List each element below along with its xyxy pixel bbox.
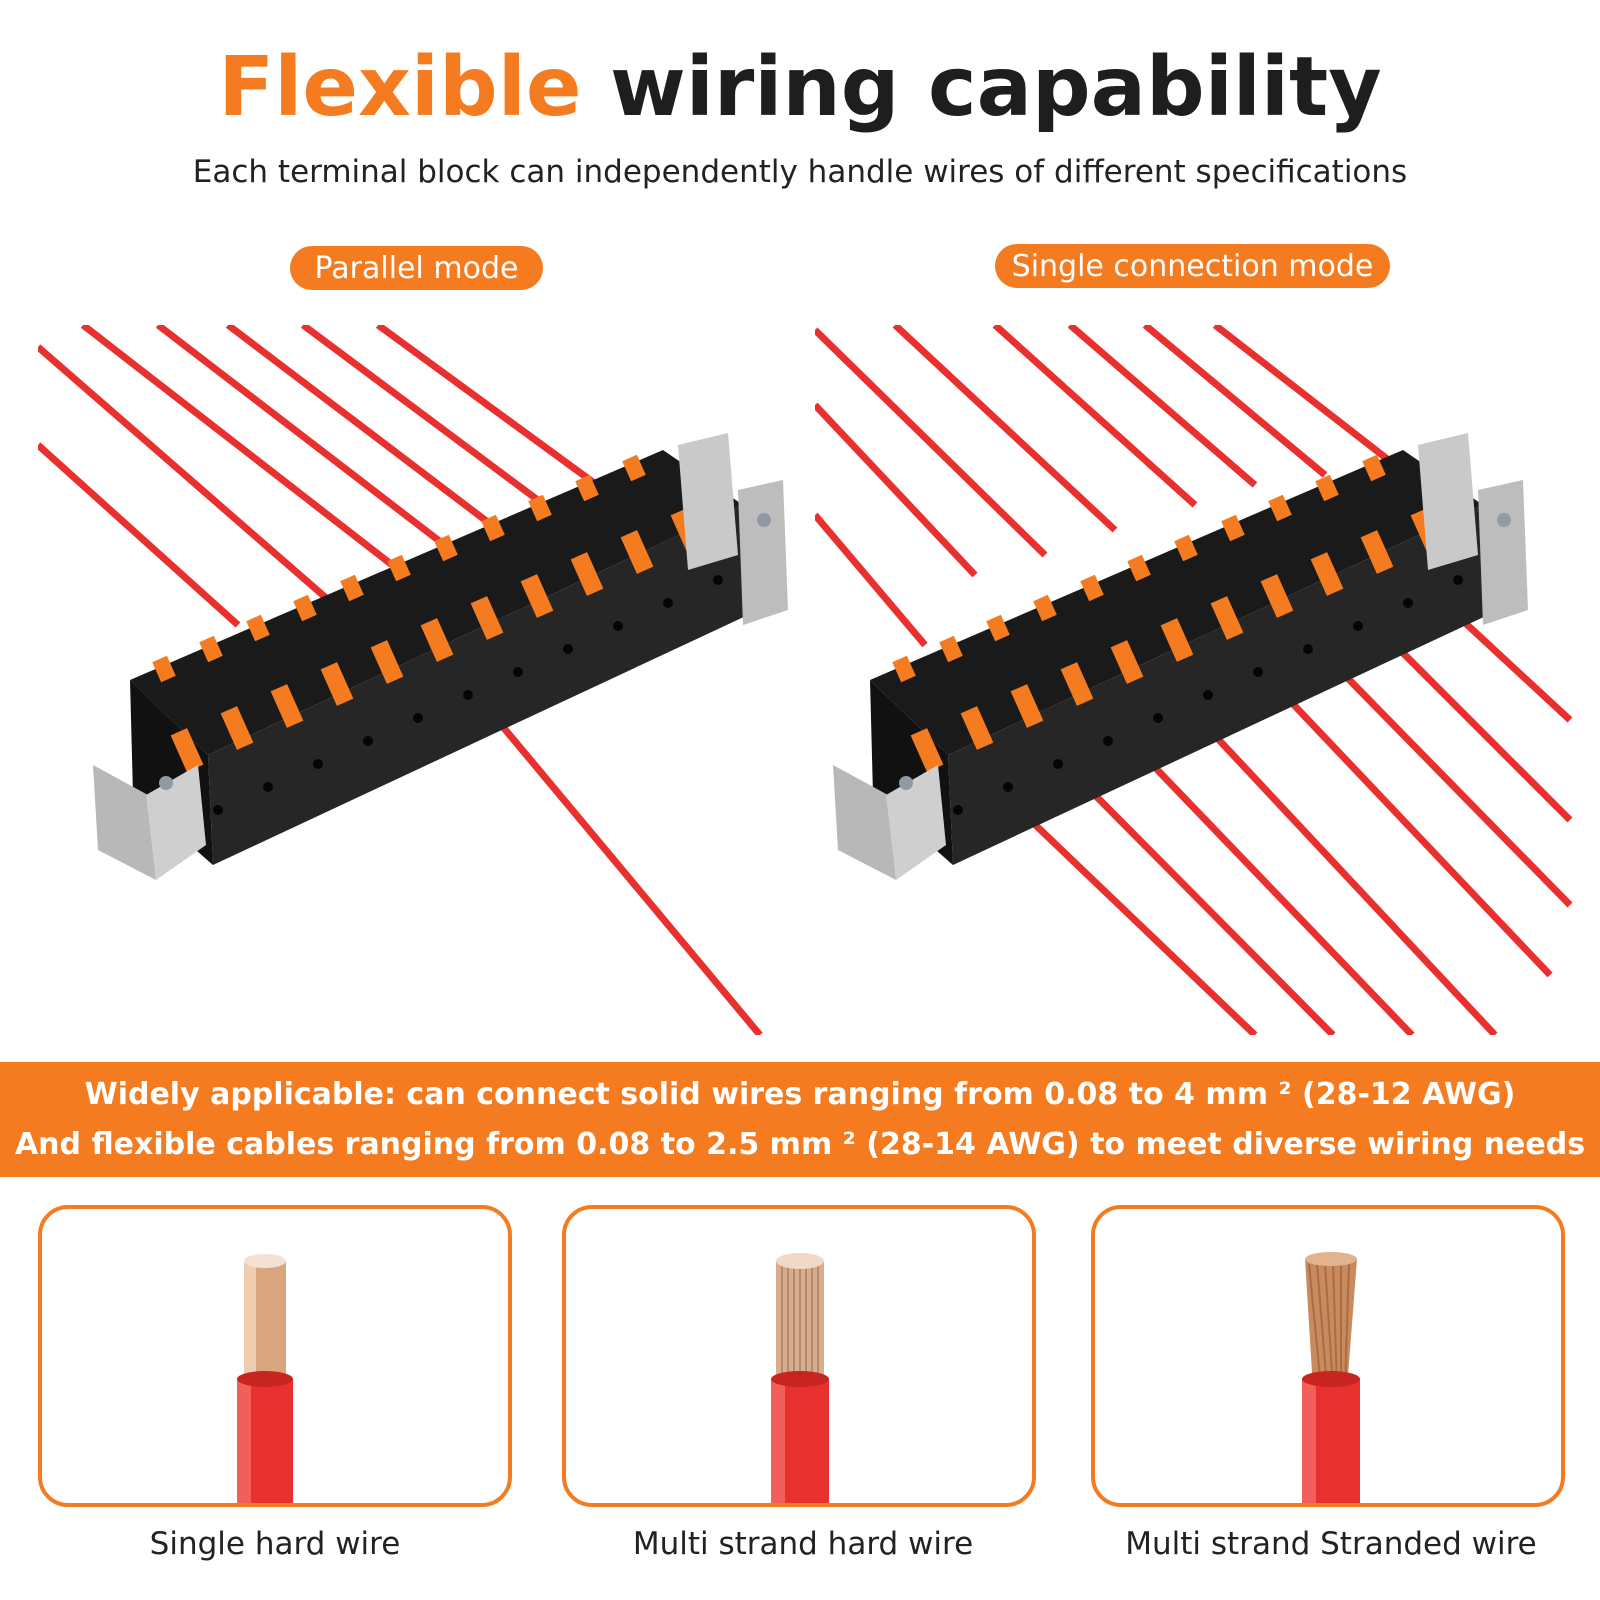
terminal-block	[93, 433, 788, 880]
single-connection-mode-illustration	[815, 325, 1573, 1035]
multi-strand-hard-wire-icon	[771, 1253, 829, 1503]
title-rest: wiring capability	[581, 40, 1382, 135]
card-multi-strand-stranded-wire	[1091, 1205, 1565, 1507]
caption-multi-strand-stranded-wire: Multi strand Stranded wire	[1125, 1526, 1537, 1562]
spec-banner: Widely applicable: can connect solid wir…	[0, 1062, 1600, 1177]
multi-strand-stranded-wire-icon	[1302, 1252, 1360, 1503]
parallel-mode-illustration	[38, 325, 788, 1035]
single-connection-mode-badge: Single connection mode	[995, 244, 1390, 288]
title-accent: Flexible	[218, 40, 582, 135]
spec-line-flexible: And flexible cables ranging from 0.08 to…	[14, 1126, 1586, 1162]
caption-multi-strand-hard-wire: Multi strand hard wire	[632, 1526, 974, 1562]
output-wires	[1022, 592, 1573, 1035]
spec-line-solid: Widely applicable: can connect solid wir…	[84, 1076, 1516, 1112]
page-title: Flexible wiring capability	[0, 40, 1600, 135]
parallel-mode-badge: Parallel mode	[290, 246, 543, 290]
terminal-block	[833, 433, 1528, 880]
card-single-hard-wire	[38, 1205, 512, 1507]
page-subtitle: Each terminal block can independently ha…	[192, 154, 1408, 190]
input-wires	[815, 325, 1398, 648]
caption-single-hard-wire: Single hard wire	[149, 1526, 401, 1562]
single-hard-wire-icon	[237, 1254, 293, 1503]
input-wires	[38, 325, 763, 1035]
card-multi-strand-hard-wire	[562, 1205, 1036, 1507]
